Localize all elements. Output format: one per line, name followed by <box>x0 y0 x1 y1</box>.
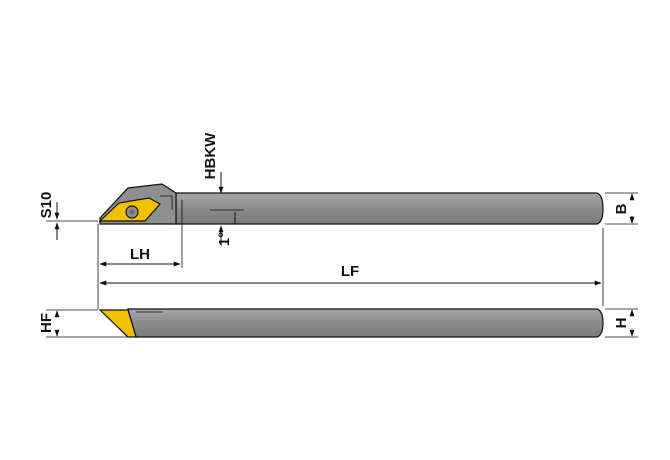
insert-screw-center <box>129 209 135 215</box>
dim-hbkw: HBKW <box>202 132 224 245</box>
label-s10: S10 <box>38 192 55 219</box>
side-shank <box>127 308 604 338</box>
top-view <box>98 183 604 225</box>
cutting-insert-side <box>98 309 137 338</box>
dim-angle: 1° <box>210 209 244 246</box>
label-lh: LH <box>130 246 150 263</box>
label-angle: 1° <box>216 232 233 246</box>
dim-s10: S10 <box>38 192 98 240</box>
dim-hf: HF <box>38 309 130 338</box>
top-head-bevel <box>160 195 173 210</box>
label-lf: LF <box>341 263 359 280</box>
label-b: B <box>613 203 630 214</box>
dim-b: B <box>605 192 638 225</box>
label-hf: HF <box>38 313 55 333</box>
label-h: H <box>613 318 630 329</box>
dim-lf: LF <box>97 228 604 309</box>
dim-lh: LH <box>97 200 183 287</box>
side-view <box>98 308 604 338</box>
label-hbkw: HBKW <box>202 132 219 179</box>
dim-h: H <box>605 308 638 338</box>
top-shank <box>175 192 604 225</box>
